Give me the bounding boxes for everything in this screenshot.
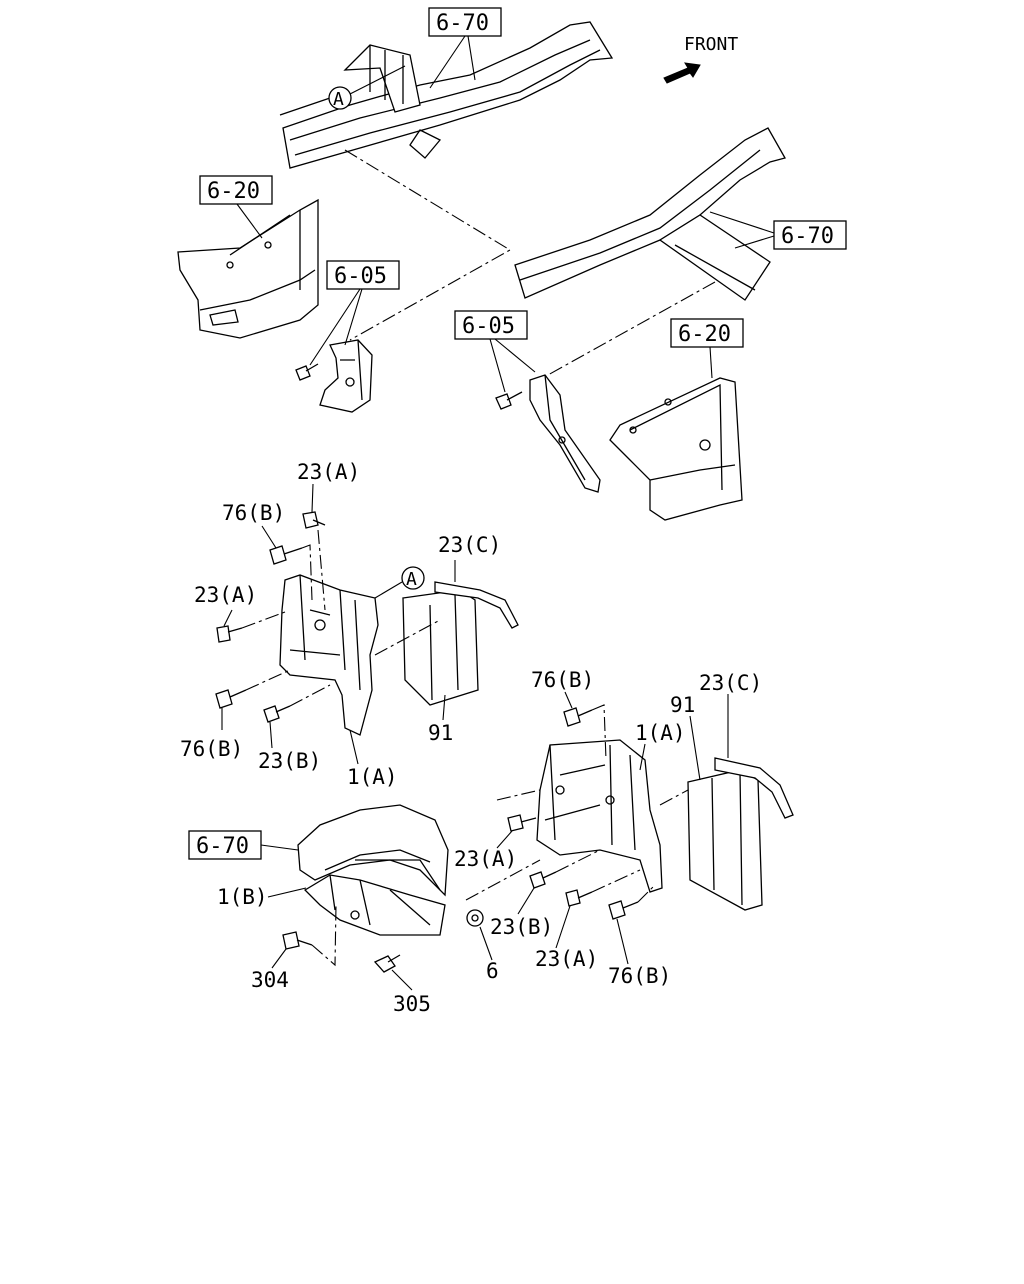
bracket-1b bbox=[303, 874, 446, 936]
label-1b: 1(B) bbox=[217, 885, 268, 909]
label-1a-right: 1(A) bbox=[635, 721, 686, 745]
bolt-23a-left-icon bbox=[216, 625, 243, 643]
stud-305-icon bbox=[373, 954, 401, 973]
bolt-23b-left-icon bbox=[263, 705, 291, 723]
label-23a-top: 23(A) bbox=[297, 460, 360, 484]
label-23c-right: 23(C) bbox=[699, 671, 762, 695]
ref-box-670-top[interactable]: 6-70 bbox=[428, 7, 502, 37]
bolt-23a-top-icon bbox=[302, 511, 326, 529]
label-23a-right-bottom: 23(A) bbox=[535, 947, 598, 971]
ref-box-605-right[interactable]: 6-05 bbox=[454, 310, 528, 340]
ref-605-left-text: 6-05 bbox=[334, 264, 387, 289]
ref-670-top-text: 6-70 bbox=[436, 11, 489, 36]
bracket-right bbox=[529, 374, 601, 493]
label-91-left: 91 bbox=[428, 721, 453, 745]
wheel-arch-670 bbox=[297, 804, 449, 897]
bolt-605-left-icon bbox=[295, 363, 319, 381]
mud-guard-left bbox=[177, 198, 319, 339]
label-23b-left: 23(B) bbox=[258, 749, 321, 773]
strip-23c-left bbox=[434, 581, 519, 629]
ref-box-670-right[interactable]: 6-70 bbox=[773, 220, 847, 250]
bolt-23a-right-bottom-icon bbox=[565, 889, 593, 907]
ref-box-605-left[interactable]: 6-05 bbox=[326, 260, 400, 290]
bolt-76b-right-bottom-icon bbox=[608, 900, 639, 920]
circle-ref-a-mid bbox=[401, 566, 425, 590]
bolt-23b-right-icon bbox=[529, 871, 557, 889]
bracket-1a-right bbox=[536, 739, 663, 893]
bolt-76b-top-icon bbox=[269, 545, 303, 565]
label-23a-left: 23(A) bbox=[194, 583, 257, 607]
bolt-304-icon bbox=[282, 931, 313, 950]
label-305: 305 bbox=[393, 992, 431, 1016]
ref-670-bottom-text: 6-70 bbox=[196, 834, 249, 859]
circle-ref-a-mid-text: A bbox=[406, 569, 417, 590]
label-23b-right: 23(B) bbox=[490, 915, 553, 939]
label-76b-right-top: 76(B) bbox=[531, 668, 594, 692]
mud-flap-91-right bbox=[687, 769, 763, 911]
mud-flap-91-left bbox=[402, 589, 479, 706]
ref-box-620-left[interactable]: 6-20 bbox=[199, 175, 273, 205]
front-indicator: FRONT bbox=[663, 34, 738, 84]
label-76b-bottom-left: 76(B) bbox=[180, 737, 243, 761]
frame-rail-left bbox=[279, 21, 614, 169]
bolt-605-right-icon bbox=[495, 391, 523, 410]
label-91-right: 91 bbox=[670, 693, 695, 717]
front-label: FRONT bbox=[684, 34, 738, 55]
ref-box-620-right[interactable]: 6-20 bbox=[670, 318, 744, 348]
ref-box-670-bottom[interactable]: 6-70 bbox=[188, 830, 262, 860]
ref-620-left-text: 6-20 bbox=[207, 179, 260, 204]
bolt-76b-bottom-left-icon bbox=[215, 689, 247, 709]
bolt-76b-right-top-icon bbox=[563, 707, 593, 727]
label-1a-left: 1(A) bbox=[347, 765, 398, 789]
label-304: 304 bbox=[251, 968, 289, 992]
ref-620-right-text: 6-20 bbox=[678, 322, 731, 347]
label-23a-right-mid: 23(A) bbox=[454, 847, 517, 871]
strip-23c-right bbox=[714, 757, 794, 819]
nut-6-icon bbox=[466, 909, 484, 927]
bracket-1a-left bbox=[279, 574, 379, 736]
circle-ref-a-top-text: A bbox=[333, 89, 344, 110]
front-arrow-icon bbox=[663, 62, 701, 84]
circle-ref-a-top: A bbox=[328, 86, 352, 110]
label-23c-left: 23(C) bbox=[438, 533, 501, 557]
ref-605-right-text: 6-05 bbox=[462, 314, 515, 339]
ref-670-right-text: 6-70 bbox=[781, 224, 834, 249]
label-6: 6 bbox=[486, 959, 499, 983]
frame-rail-right bbox=[514, 127, 786, 301]
mud-guard-right bbox=[609, 377, 743, 521]
bracket-left bbox=[319, 339, 373, 413]
label-76b-top: 76(B) bbox=[222, 501, 285, 525]
label-76b-right-bottom: 76(B) bbox=[608, 964, 671, 988]
bolt-23a-right-mid-icon bbox=[507, 814, 537, 832]
